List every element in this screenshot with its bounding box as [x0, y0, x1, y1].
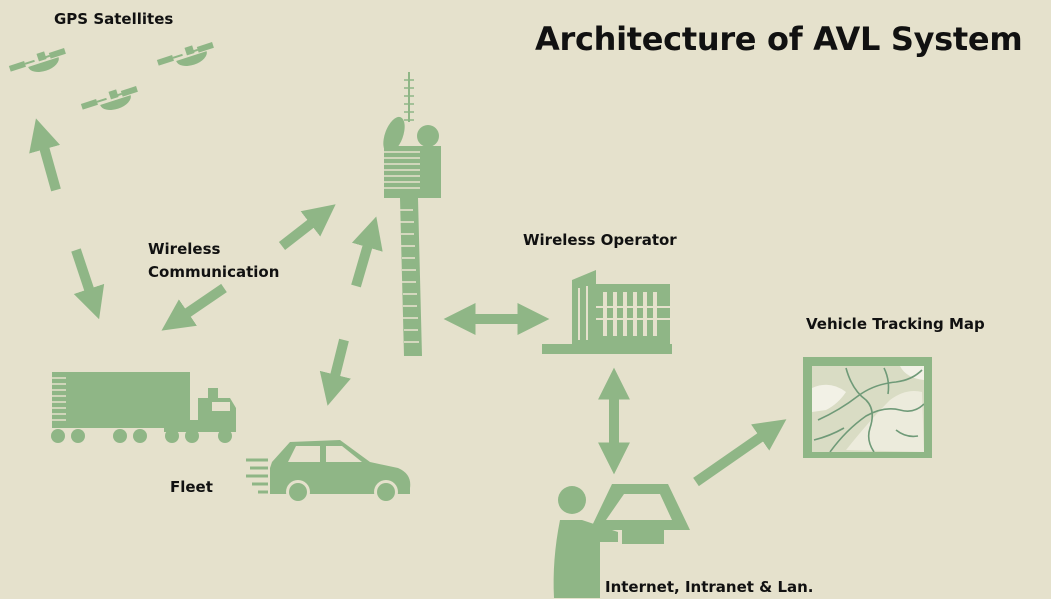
satellite-icon — [80, 86, 138, 110]
arrow-fleet-to-gps — [29, 118, 61, 192]
label-wireless-communication-line2: Communication — [148, 263, 280, 281]
arrow-gps-to-fleet — [71, 248, 105, 320]
label-wireless-operator: Wireless Operator — [523, 231, 677, 249]
person-computer-icon — [553, 484, 690, 598]
label-internet-intranet-lan: Internet, Intranet & Lan. — [605, 578, 814, 596]
arrow-car-to-tower — [351, 216, 383, 288]
operator-building-icon — [542, 270, 672, 354]
satellite-icon — [156, 42, 214, 66]
communication-tower-icon — [378, 72, 441, 356]
satellite-icon — [8, 48, 66, 72]
label-wireless-communication-line1: Wireless — [148, 240, 221, 258]
label-gps-satellites: GPS Satellites — [54, 10, 174, 28]
gps-satellites-icon — [8, 42, 214, 110]
arrow-tower-to-car — [319, 338, 351, 406]
arrow-internet-to-map — [693, 419, 787, 487]
diagram-title: Architecture of AVL System — [535, 20, 1023, 58]
truck-icon — [48, 372, 236, 443]
car-icon — [246, 440, 411, 504]
label-vehicle-tracking-map: Vehicle Tracking Map — [806, 315, 985, 333]
label-fleet: Fleet — [170, 478, 213, 496]
arrows — [29, 118, 787, 487]
tracking-map-icon — [803, 357, 932, 458]
arrow-fleet-to-tower — [278, 204, 336, 250]
arrow-tower-to-fleet — [161, 283, 227, 331]
